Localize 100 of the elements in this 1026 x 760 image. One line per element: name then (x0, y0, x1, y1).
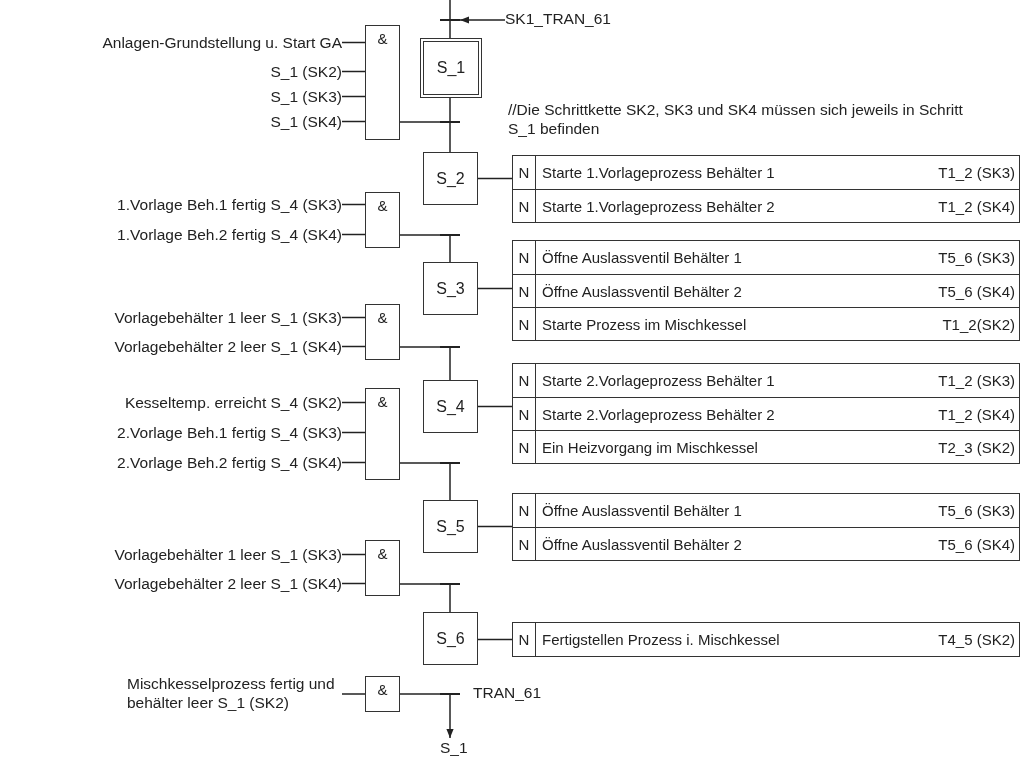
connector-line (399, 583, 441, 585)
action-text: Starte 1.Vorlageprozess Behälter 1 (542, 164, 775, 181)
action-block (512, 240, 1020, 341)
connector-line (449, 347, 451, 381)
condition-text: 1.Vorlage Beh.2 fertig S_4 (SK4) (117, 225, 342, 244)
action-text: Öffne Auslassventil Behälter 1 (542, 502, 742, 519)
action-qualifier: N (518, 282, 530, 300)
transition-reference: T5_6 (SK4) (938, 282, 1015, 300)
connector-line (341, 345, 366, 348)
transition-reference: S_1 (440, 738, 468, 757)
action-qualifier: N (518, 197, 530, 215)
action-qualifier: N (518, 164, 530, 181)
step-box: S_3 (423, 262, 478, 315)
action-text: Starte 2.Vorlageprozess Behälter 2 (542, 405, 775, 423)
and-gate: & (365, 388, 400, 480)
condition-text: Anlagen-Grundstellung u. Start GA (102, 33, 342, 52)
action-text: Fertigstellen Prozess i. Mischkessel (542, 631, 780, 648)
and-gate: & (365, 25, 400, 140)
connector-line (449, 122, 451, 153)
connector-line (341, 461, 366, 464)
action-row (513, 189, 1019, 222)
connector-line (341, 70, 366, 73)
and-gate: & (365, 304, 400, 360)
condition-text: Kesseltemp. erreicht S_4 (SK2) (124, 393, 342, 412)
comment-text: //Die Schrittkette SK2, SK3 und SK4 müssen sich jeweils in Schritt S_1 befinden (508, 100, 964, 138)
action-qualifier: N (518, 502, 530, 519)
action-qualifier: N (518, 315, 530, 333)
action-text: Ein Heizvorgang im Mischkessel (542, 438, 758, 456)
transition-name: TRAN_61 (473, 683, 542, 702)
connector-line (477, 287, 513, 290)
connector-line (341, 41, 366, 44)
connector-line (399, 346, 441, 348)
condition-text: Vorlagebehälter 1 leer S_1 (SK3) (114, 308, 342, 327)
condition-text: 1.Vorlage Beh.1 fertig S_4 (SK3) (117, 195, 342, 214)
initial-step-box: S_1 (420, 38, 482, 98)
step-box: S_6 (423, 612, 478, 665)
connector-line (449, 463, 451, 501)
action-text: Starte 1.Vorlageprozess Behälter 2 (542, 197, 775, 215)
action-text: Starte 2.Vorlageprozess Behälter 1 (542, 372, 775, 389)
connector-line (341, 553, 366, 556)
and-gate: & (365, 192, 400, 248)
condition-text: S_1 (SK4) (270, 112, 342, 131)
condition-text: Mischkesselprozess fertig und behälter leer S_1 (SK2) (127, 674, 342, 712)
transition-reference: T5_6 (SK4) (938, 535, 1015, 553)
arrow (459, 16, 506, 24)
condition-text: 2.Vorlage Beh.2 fertig S_4 (SK4) (117, 453, 342, 472)
connector-line (341, 582, 366, 585)
condition-text: 2.Vorlage Beh.1 fertig S_4 (SK3) (117, 423, 342, 442)
connector-line (399, 462, 441, 464)
connector-line (399, 693, 441, 695)
condition-text: Vorlagebehälter 2 leer S_1 (SK4) (114, 574, 342, 593)
connector-line (449, 584, 451, 613)
transition-reference: SK1_TRAN_61 (505, 9, 611, 28)
step-box: S_2 (423, 152, 478, 205)
connector-line (449, 20, 451, 39)
connector-line (477, 638, 513, 641)
action-row (513, 307, 1019, 340)
action-row (513, 430, 1019, 463)
action-qualifier: N (518, 372, 530, 389)
action-row (513, 274, 1019, 307)
connector-line (341, 693, 366, 695)
connector-line (341, 316, 366, 319)
action-text: Öffne Auslassventil Behälter 2 (542, 282, 742, 300)
action-block (512, 493, 1020, 561)
transition-reference: T5_6 (SK3) (938, 502, 1015, 519)
connector-line (449, 235, 451, 263)
connector-line (477, 177, 513, 180)
connector-line (477, 525, 513, 528)
transition-reference: T1_2 (SK4) (938, 405, 1015, 423)
connector-line (341, 120, 366, 123)
action-row (513, 527, 1019, 560)
step-box: S_5 (423, 500, 478, 553)
transition-reference: T1_2 (SK4) (938, 197, 1015, 215)
connector-line (341, 233, 366, 236)
action-qualifier: N (518, 631, 530, 648)
action-qualifier: N (518, 438, 530, 456)
connector-line (477, 405, 513, 408)
transition-reference: T2_3 (SK2) (938, 438, 1015, 456)
action-qualifier: N (518, 249, 530, 266)
action-block (512, 155, 1020, 223)
arrow (446, 694, 454, 739)
action-text: Starte Prozess im Mischkessel (542, 315, 747, 333)
action-text: Öffne Auslassventil Behälter 1 (542, 249, 742, 266)
action-qualifier: N (518, 405, 530, 423)
and-gate: & (365, 540, 400, 596)
action-row (513, 397, 1019, 430)
action-qualifier: N (518, 535, 530, 553)
condition-text: Vorlagebehälter 1 leer S_1 (SK3) (114, 545, 342, 564)
connector-line (341, 431, 366, 434)
connector-line (449, 97, 451, 122)
step-box: S_4 (423, 380, 478, 433)
transition-reference: T1_2(SK2) (942, 315, 1015, 333)
connector-line (341, 401, 366, 404)
condition-text: Vorlagebehälter 2 leer S_1 (SK4) (114, 337, 342, 356)
condition-text: S_1 (SK3) (270, 87, 342, 106)
and-gate: & (365, 676, 400, 712)
connector-line (341, 203, 366, 206)
connector-line (399, 121, 441, 123)
transition-reference: T5_6 (SK3) (938, 249, 1015, 266)
transition-reference: T4_5 (SK2) (938, 631, 1015, 648)
